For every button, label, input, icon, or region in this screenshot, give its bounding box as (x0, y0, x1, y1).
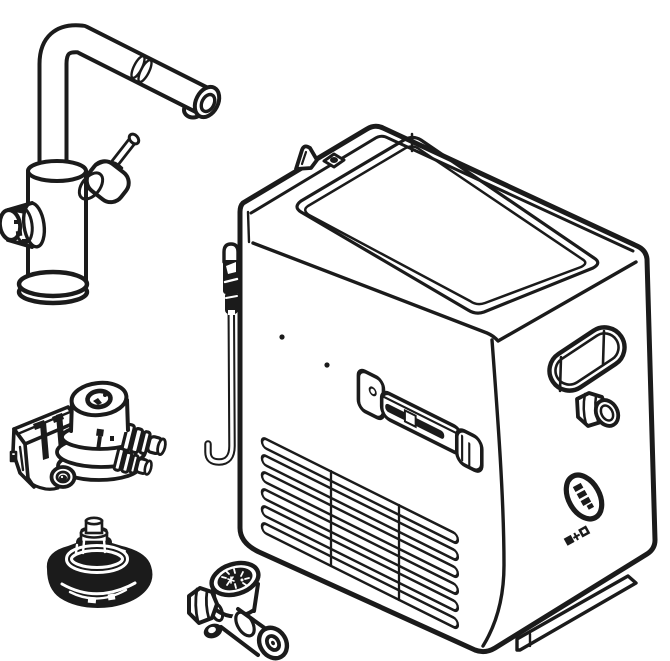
collar-opening (85, 388, 113, 410)
faucet-body-top (26, 159, 88, 183)
brand-emblem-oval (563, 472, 605, 522)
faucet-body-mass (28, 171, 86, 283)
front-dot-2 (324, 362, 330, 368)
front-right-edge (481, 338, 506, 648)
valve-illustration (187, 560, 290, 661)
adapter-stem (79, 516, 109, 544)
adapter-illustration (46, 516, 153, 608)
adapter-silhouette (46, 518, 153, 608)
faucet-lever-handle (77, 132, 141, 205)
power-plug (222, 242, 240, 315)
hose-coupling-nut (575, 391, 621, 428)
faucet-side-knob (0, 201, 47, 249)
gauge-dial (209, 560, 261, 598)
valve-outlet (219, 607, 290, 661)
cooler-illustration (204, 123, 658, 655)
brand-emblem-subtext (563, 525, 591, 546)
top-edge-clip (294, 144, 319, 171)
front-dot (279, 334, 285, 340)
base-plinth (515, 574, 638, 652)
bottom-port (49, 465, 77, 489)
ventilation-grille (260, 437, 460, 630)
top-face-edges (251, 241, 638, 343)
power-cord (204, 254, 236, 466)
hose-fitting-lower (112, 446, 153, 476)
faucet-illustration (0, 23, 222, 306)
top-edge-connector (322, 152, 346, 169)
top-edge-chamfer (249, 134, 635, 253)
valve-hex-knob (187, 586, 225, 639)
faucet-spout-fill (41, 27, 212, 176)
faucet-base-flange (16, 269, 90, 299)
filter-head-illustration (9, 380, 167, 491)
recessed-top-panel (295, 132, 600, 315)
head-key-tab (96, 428, 104, 449)
spout-joint-seam2 (137, 58, 153, 84)
grille-dividers (329, 469, 401, 602)
mounting-bracket (9, 405, 81, 491)
side-handle-recess (547, 325, 627, 393)
front-grip-bar (356, 368, 484, 473)
bracket-strut (40, 422, 49, 460)
spout-tip-inner (199, 92, 217, 114)
